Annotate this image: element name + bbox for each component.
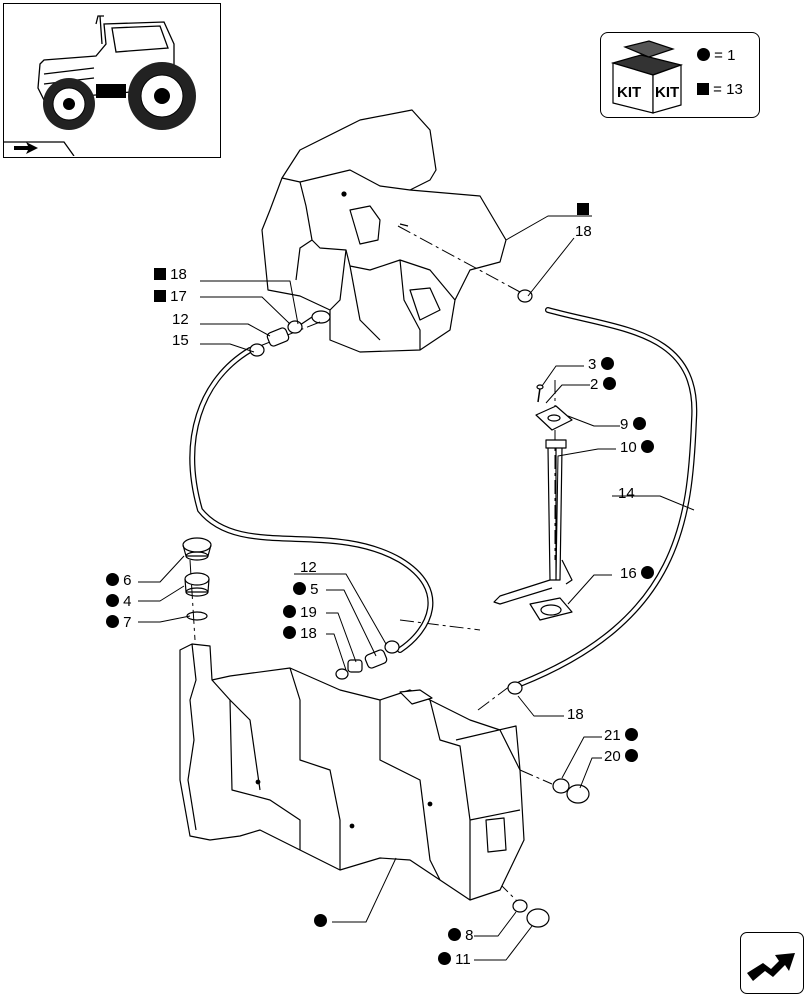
square-marker-icon bbox=[154, 290, 166, 302]
circle-marker-icon bbox=[283, 626, 296, 639]
label-2: 2 bbox=[590, 377, 616, 393]
clamp-8 bbox=[512, 899, 528, 913]
label-15: 15 bbox=[172, 332, 189, 349]
clamp-18d bbox=[507, 681, 523, 695]
clamp-18a bbox=[517, 289, 533, 303]
circle-marker-icon bbox=[106, 573, 119, 586]
upper-tank-outlet bbox=[299, 310, 331, 326]
square-qty-text: = 13 bbox=[713, 81, 743, 98]
upper-fuel-tank bbox=[261, 109, 507, 353]
clamp-18c bbox=[335, 668, 349, 680]
label-19: 19 bbox=[283, 605, 317, 621]
clamp-17 bbox=[287, 320, 303, 334]
kit-legend-square: = 13 bbox=[697, 81, 743, 98]
label-square-only bbox=[577, 202, 589, 218]
tractor-icon bbox=[4, 15, 196, 157]
label-12-lower: 12 bbox=[300, 559, 317, 576]
coupler-12a bbox=[266, 327, 290, 347]
label-5: 5 bbox=[293, 582, 319, 598]
kit-text-right: KIT bbox=[655, 84, 679, 101]
label-6: 6 bbox=[106, 573, 132, 589]
label-21: 21 bbox=[604, 728, 638, 744]
circle-marker-icon bbox=[632, 417, 646, 430]
coupler-19 bbox=[347, 659, 363, 673]
square-marker-icon bbox=[154, 268, 166, 280]
label-17-square: 17 bbox=[154, 289, 187, 305]
circle-marker-icon bbox=[448, 928, 461, 941]
filler-cap-assembly bbox=[182, 537, 212, 621]
fuel-sender-unit bbox=[493, 384, 573, 621]
label-12-upper: 12 bbox=[172, 311, 189, 328]
kit-legend-box: KIT KIT = 1 = 13 bbox=[600, 32, 760, 118]
arrow-right-icon bbox=[747, 953, 795, 981]
label-14: 14 bbox=[618, 485, 635, 502]
label-4: 4 bbox=[106, 594, 132, 610]
label-18-upper-right: 18 bbox=[575, 223, 592, 240]
square-marker-icon bbox=[697, 83, 709, 95]
coupler-5 bbox=[364, 649, 388, 669]
circle-marker-icon bbox=[602, 377, 616, 390]
circle-marker-icon bbox=[600, 357, 614, 370]
circle-qty-text: = 1 bbox=[714, 47, 736, 64]
next-page-button[interactable] bbox=[740, 932, 804, 994]
circle-marker-icon bbox=[314, 914, 327, 927]
circle-marker-icon bbox=[624, 749, 638, 762]
circle-marker-icon bbox=[283, 605, 296, 618]
label-18-lower-right: 18 bbox=[567, 706, 584, 723]
label-10: 10 bbox=[620, 440, 654, 456]
square-marker-icon bbox=[577, 203, 589, 215]
label-20: 20 bbox=[604, 749, 638, 765]
clamp-21 bbox=[552, 778, 570, 794]
label-11: 11 bbox=[438, 952, 471, 968]
circle-marker-icon bbox=[106, 615, 119, 628]
circle-marker-icon bbox=[697, 48, 710, 61]
circle-marker-icon bbox=[640, 566, 654, 579]
circle-marker-icon bbox=[624, 728, 638, 741]
cap-11 bbox=[526, 908, 550, 928]
label-9: 9 bbox=[620, 417, 646, 433]
circle-marker-icon bbox=[438, 952, 451, 965]
label-8: 8 bbox=[448, 928, 474, 944]
clamp-18b bbox=[249, 343, 265, 357]
label-3: 3 bbox=[588, 357, 614, 373]
label-18-circle: 18 bbox=[283, 626, 317, 642]
label-16: 16 bbox=[620, 566, 654, 582]
cap-20 bbox=[566, 784, 590, 804]
kit-legend-circle: = 1 bbox=[697, 47, 735, 64]
lower-fuel-tank bbox=[179, 643, 525, 901]
kit-boxes-icon: KIT KIT bbox=[610, 40, 684, 114]
label-18-square: 18 bbox=[154, 267, 187, 283]
circle-marker-icon bbox=[106, 594, 119, 607]
kit-text-left: KIT bbox=[617, 84, 641, 101]
label-7: 7 bbox=[106, 615, 132, 631]
circle-marker-icon bbox=[640, 440, 654, 453]
clamp-12b bbox=[384, 640, 400, 654]
tractor-thumbnail bbox=[3, 3, 221, 158]
circle-marker-icon bbox=[293, 582, 306, 595]
label-circle-only bbox=[314, 914, 327, 930]
